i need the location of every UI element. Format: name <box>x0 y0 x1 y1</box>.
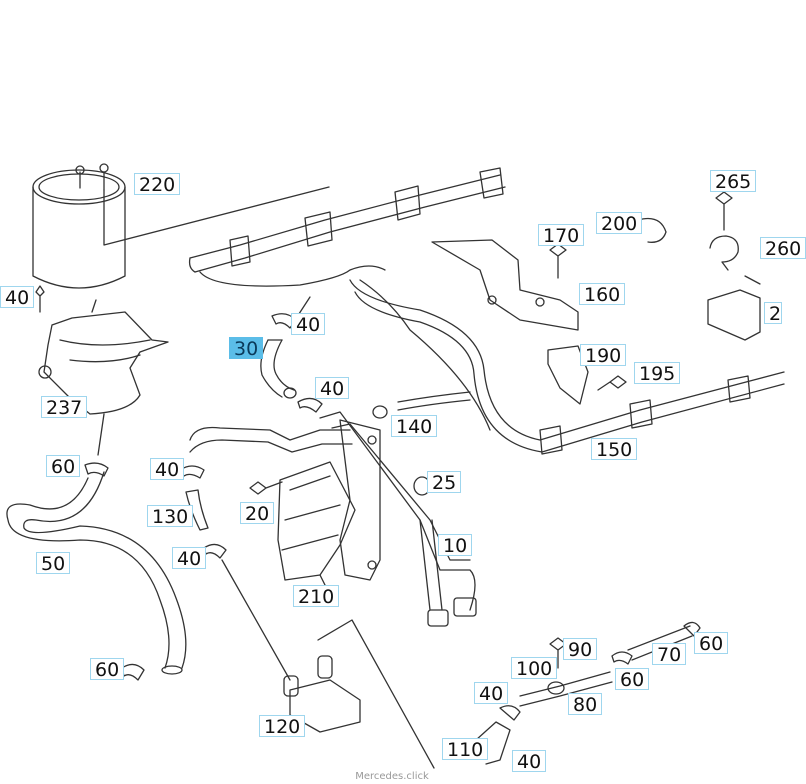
hose-30 <box>260 339 297 399</box>
bolt-graphic <box>597 375 627 391</box>
line-140 <box>397 391 471 411</box>
carbon-canister <box>32 163 330 289</box>
part-label-50[interactable]: 50 <box>36 552 71 575</box>
bolt-graphic <box>715 191 733 231</box>
part-label-40[interactable]: 40 <box>150 458 185 481</box>
part-label-40[interactable]: 40 <box>315 377 350 400</box>
clamp-graphic <box>297 397 323 413</box>
part-label-265[interactable]: 265 <box>710 170 757 193</box>
part-label-60[interactable]: 60 <box>46 455 81 478</box>
bracket-210 <box>277 461 356 586</box>
part-label-210[interactable]: 210 <box>293 585 340 608</box>
valve-120 <box>283 619 435 769</box>
main-line <box>188 167 506 321</box>
part-label-60[interactable]: 60 <box>90 658 125 681</box>
clamp-graphic <box>203 543 227 559</box>
canister-bracket <box>38 299 169 456</box>
clamp-graphic <box>84 462 109 477</box>
bottom-right-parts <box>475 621 701 765</box>
part-label-160[interactable]: 160 <box>579 283 626 306</box>
leader-line <box>221 559 291 681</box>
part-label-237[interactable]: 237 <box>41 396 88 419</box>
clip-graphic <box>637 217 667 243</box>
part-label-30-selected[interactable]: 30 <box>229 337 264 360</box>
part-label-200[interactable]: 200 <box>596 212 643 235</box>
part-label-40[interactable]: 40 <box>172 547 207 570</box>
return-line <box>349 279 785 455</box>
parts-diagram <box>6 163 785 769</box>
clamp-graphic <box>121 663 145 681</box>
sensor-graphic <box>707 275 761 341</box>
clamp-graphic <box>179 465 205 479</box>
part-label-195[interactable]: 195 <box>634 362 681 385</box>
bolt-graphic <box>549 243 567 279</box>
part-label-60[interactable]: 60 <box>615 668 650 691</box>
part-label-260[interactable]: 260 <box>760 237 806 260</box>
part-label-80[interactable]: 80 <box>568 693 603 716</box>
part-label-70[interactable]: 70 <box>652 643 687 666</box>
part-label-40[interactable]: 40 <box>0 286 35 309</box>
part-label-120[interactable]: 120 <box>259 715 306 738</box>
watermark: Mercedes.click <box>355 771 429 782</box>
part-label-170[interactable]: 170 <box>538 224 585 247</box>
bracket-160 <box>431 239 579 331</box>
clamp-graphic <box>372 405 388 419</box>
clamp-graphic <box>271 313 297 329</box>
part-label-110[interactable]: 110 <box>442 738 489 761</box>
part-label-220[interactable]: 220 <box>134 173 181 196</box>
part-label-40[interactable]: 40 <box>512 750 547 773</box>
hose-50 <box>6 471 187 675</box>
part-label-130[interactable]: 130 <box>147 505 194 528</box>
hose-130 <box>185 489 209 531</box>
part-label-20[interactable]: 20 <box>240 502 275 525</box>
part-label-90[interactable]: 90 <box>563 638 598 661</box>
clamp-graphic <box>709 235 739 271</box>
part-label-100[interactable]: 100 <box>511 657 558 680</box>
part-label-10[interactable]: 10 <box>438 534 473 557</box>
bolt-graphic <box>35 285 45 313</box>
part-label-40[interactable]: 40 <box>474 682 509 705</box>
part-label-140[interactable]: 140 <box>391 415 438 438</box>
pipe-assembly <box>189 411 477 627</box>
bracket-190 <box>547 345 589 405</box>
part-label-2[interactable]: 2 <box>764 302 783 325</box>
part-label-190[interactable]: 190 <box>580 344 627 367</box>
part-label-150[interactable]: 150 <box>591 438 638 461</box>
part-label-60[interactable]: 60 <box>694 632 729 655</box>
part-label-25[interactable]: 25 <box>427 471 462 494</box>
bolt-graphic <box>249 481 283 495</box>
part-label-40[interactable]: 40 <box>291 313 326 336</box>
